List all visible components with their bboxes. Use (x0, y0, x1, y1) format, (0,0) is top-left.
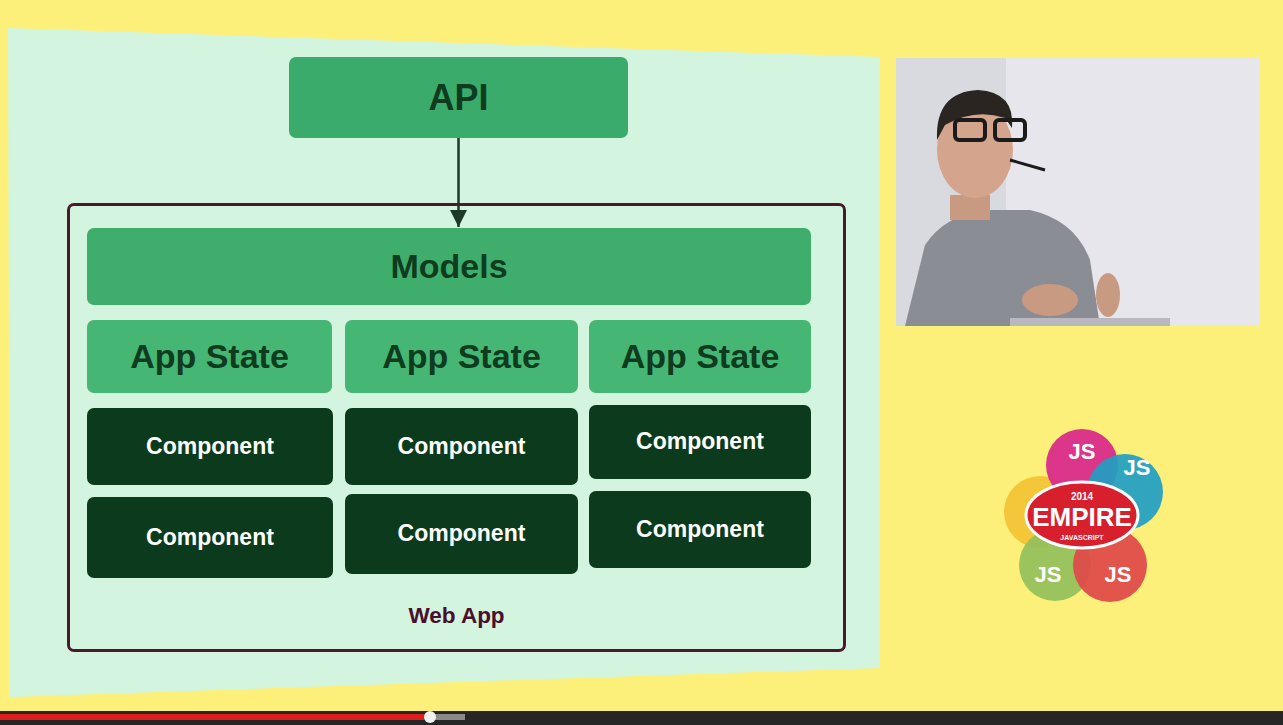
state-box: App State (345, 320, 578, 393)
app-container: Web App ModelsApp State App State App State… (67, 203, 846, 652)
state-box: App State (87, 320, 332, 393)
logo-text: JS (1035, 564, 1062, 586)
box-label: API (428, 78, 488, 118)
progress-bar (0, 711, 1283, 725)
container-title: Web App (70, 604, 843, 629)
logo-text: JS (1105, 564, 1132, 586)
box-label: Component (398, 434, 526, 459)
component-box: Component (589, 405, 811, 479)
logo-text: 2014 (1071, 492, 1093, 502)
box-label: App State (130, 338, 289, 375)
box-label: App State (621, 338, 780, 375)
api-box: API (289, 57, 628, 138)
arrow-connector (457, 138, 460, 227)
component-box: Component (87, 497, 333, 578)
models-band: Models (87, 228, 811, 305)
logo-text: EMPIRE (1032, 504, 1132, 530)
component-box: Component (345, 408, 578, 485)
box-label: Models (390, 248, 507, 285)
state-box: App State (589, 320, 811, 393)
logo-text: JS (1124, 457, 1151, 479)
speaker-video (896, 58, 1260, 326)
conference-logo (1004, 429, 1163, 602)
slide-panel (8, 28, 880, 697)
box-label: Component (636, 517, 764, 542)
box-label: Component (146, 525, 274, 550)
box-label: App State (382, 338, 541, 375)
component-box: Component (87, 408, 333, 485)
component-box: Component (589, 491, 811, 568)
logo-text: JS (1069, 441, 1096, 463)
logo-text: JAVASCRIPT (1060, 534, 1103, 541)
component-box: Component (345, 494, 578, 574)
box-label: Component (146, 434, 274, 459)
box-label: Component (636, 429, 764, 454)
box-label: Component (398, 521, 526, 546)
